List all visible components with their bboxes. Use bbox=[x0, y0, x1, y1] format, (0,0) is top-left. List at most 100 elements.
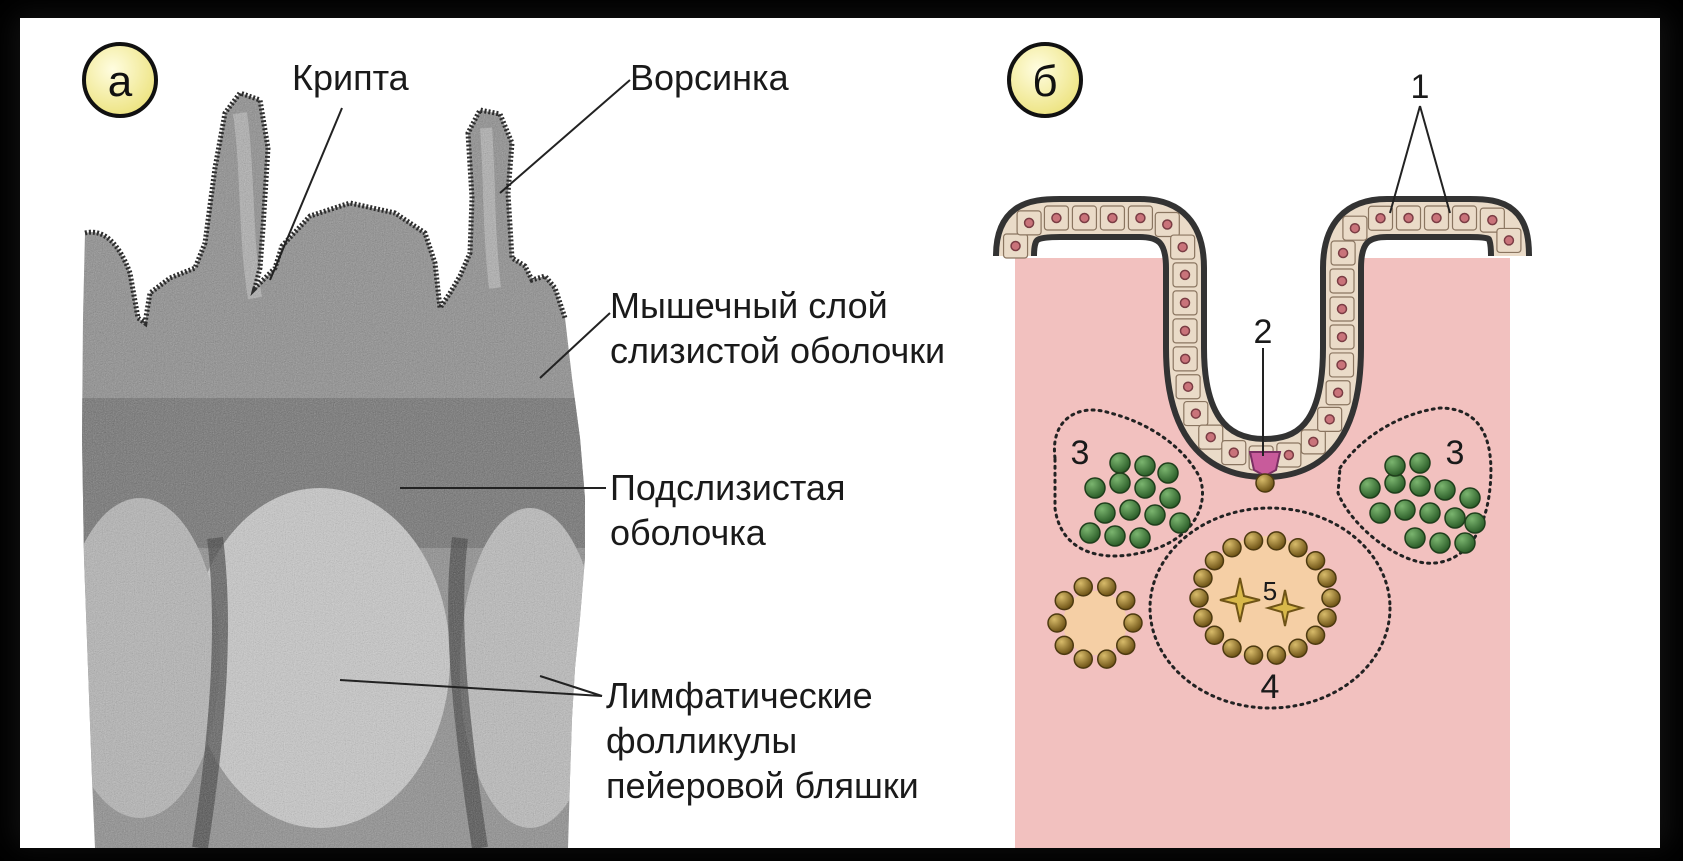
cell-nucleus bbox=[1350, 224, 1359, 233]
label-villus: Ворсинка bbox=[630, 57, 790, 98]
panel-a-letter: а bbox=[108, 57, 133, 106]
lymphocyte-brown bbox=[1245, 532, 1263, 550]
diagram-svg: а Крипта Ворсинка Мышечный слой слизисто… bbox=[20, 18, 1660, 848]
lymphocyte-green bbox=[1135, 456, 1155, 476]
cell-nucleus bbox=[1011, 242, 1020, 251]
cell-nucleus bbox=[1229, 448, 1238, 457]
lymphocyte-brown bbox=[1194, 569, 1212, 587]
lymphocyte-brown bbox=[1289, 539, 1307, 557]
lymphocyte-green bbox=[1120, 500, 1140, 520]
cell-nucleus bbox=[1181, 270, 1190, 279]
lymphocyte-brown bbox=[1074, 578, 1092, 596]
cell-nucleus bbox=[1338, 276, 1347, 285]
lymphocyte-green bbox=[1395, 500, 1415, 520]
lymphocyte-green bbox=[1145, 505, 1165, 525]
lymphocyte-brown bbox=[1256, 474, 1274, 492]
cell-nucleus bbox=[1181, 354, 1190, 363]
number-3-right: 3 bbox=[1446, 434, 1465, 472]
lymphocyte-green bbox=[1460, 488, 1480, 508]
lymphocyte-brown bbox=[1205, 626, 1223, 644]
cell-nucleus bbox=[1052, 214, 1061, 223]
lymphocyte-green bbox=[1445, 508, 1465, 528]
panel-b-letter: б bbox=[1032, 57, 1057, 106]
lymphocyte-green bbox=[1370, 503, 1390, 523]
lymphocyte-green bbox=[1420, 503, 1440, 523]
lymphocyte-brown bbox=[1117, 592, 1135, 610]
lymphocyte-brown bbox=[1223, 639, 1241, 657]
cell-nucleus bbox=[1339, 249, 1348, 258]
cell-nucleus bbox=[1338, 332, 1347, 341]
cell-nucleus bbox=[1025, 218, 1034, 227]
diagram-canvas: а Крипта Ворсинка Мышечный слой слизисто… bbox=[20, 18, 1660, 848]
number-5: 5 bbox=[1263, 576, 1277, 606]
cell-nucleus bbox=[1206, 433, 1215, 442]
lymphocyte-brown bbox=[1098, 578, 1116, 596]
cell-nucleus bbox=[1080, 214, 1089, 223]
cell-nucleus bbox=[1404, 214, 1413, 223]
lymphocyte-green bbox=[1410, 453, 1430, 473]
cell-nucleus bbox=[1432, 214, 1441, 223]
cell-nucleus bbox=[1460, 214, 1469, 223]
lymphocyte-brown bbox=[1190, 589, 1208, 607]
lymphocyte-brown bbox=[1117, 636, 1135, 654]
lymphocyte-green bbox=[1130, 528, 1150, 548]
lymphocyte-green bbox=[1360, 478, 1380, 498]
label-submucosa-line2: оболочка bbox=[610, 512, 767, 553]
cell-nucleus bbox=[1178, 243, 1187, 252]
panel-b-badge: б bbox=[1009, 44, 1081, 116]
lymphocyte-brown bbox=[1124, 614, 1142, 632]
number-2: 2 bbox=[1254, 313, 1273, 351]
label-muscular-line1: Мышечный слой bbox=[610, 285, 888, 326]
lymphocyte-green bbox=[1385, 456, 1405, 476]
cell-nucleus bbox=[1338, 304, 1347, 313]
lymphocyte-green bbox=[1105, 526, 1125, 546]
label-follicles-line3: пейеровой бляшки bbox=[606, 765, 919, 806]
lymphocyte-brown bbox=[1245, 646, 1263, 664]
cell-nucleus bbox=[1191, 409, 1200, 418]
lymphocyte-brown bbox=[1055, 636, 1073, 654]
lymphocyte-brown bbox=[1289, 639, 1307, 657]
lymphocyte-green bbox=[1410, 476, 1430, 496]
label-muscular-line2: слизистой оболочки bbox=[610, 330, 945, 371]
label-follicles-line2: фолликулы bbox=[606, 720, 797, 761]
lymphocyte-green bbox=[1435, 480, 1455, 500]
schematic-panel: 1 2 3 3 4 5 bbox=[1004, 68, 1521, 848]
histology-section bbox=[60, 88, 600, 848]
lymphocyte-green bbox=[1135, 478, 1155, 498]
lymphocyte-brown bbox=[1048, 614, 1066, 632]
number-1: 1 bbox=[1411, 68, 1430, 106]
label-follicles-line1: Лимфатические bbox=[606, 675, 873, 716]
lymphocyte-green bbox=[1158, 463, 1178, 483]
cell-nucleus bbox=[1325, 415, 1334, 424]
label-submucosa-line1: Подслизистая bbox=[610, 467, 845, 508]
lymphocyte-green bbox=[1430, 533, 1450, 553]
lymphocyte-brown bbox=[1055, 592, 1073, 610]
lymphocyte-brown bbox=[1205, 552, 1223, 570]
number-4: 4 bbox=[1261, 668, 1280, 706]
lymphocyte-brown bbox=[1307, 626, 1325, 644]
lymphocyte-green bbox=[1405, 528, 1425, 548]
label-crypt: Крипта bbox=[292, 57, 410, 98]
number-3-left: 3 bbox=[1071, 434, 1090, 472]
cell-nucleus bbox=[1334, 388, 1343, 397]
cell-nucleus bbox=[1284, 450, 1293, 459]
cell-nucleus bbox=[1136, 214, 1145, 223]
cell-nucleus bbox=[1181, 298, 1190, 307]
lymphocyte-green bbox=[1110, 473, 1130, 493]
lymphocyte-brown bbox=[1267, 532, 1285, 550]
cell-nucleus bbox=[1488, 216, 1497, 225]
lymphocyte-green bbox=[1095, 503, 1115, 523]
cell-nucleus bbox=[1337, 360, 1346, 369]
lymphocyte-brown bbox=[1074, 650, 1092, 668]
cell-nucleus bbox=[1184, 382, 1193, 391]
lymphocyte-brown bbox=[1318, 609, 1336, 627]
cell-nucleus bbox=[1163, 220, 1172, 229]
cell-nucleus bbox=[1181, 326, 1190, 335]
lymphocyte-brown bbox=[1267, 646, 1285, 664]
lymphocyte-brown bbox=[1194, 609, 1212, 627]
lymphocyte-brown bbox=[1318, 569, 1336, 587]
cell-nucleus bbox=[1108, 214, 1117, 223]
lymphocyte-green bbox=[1160, 488, 1180, 508]
cell-nucleus bbox=[1504, 236, 1513, 245]
